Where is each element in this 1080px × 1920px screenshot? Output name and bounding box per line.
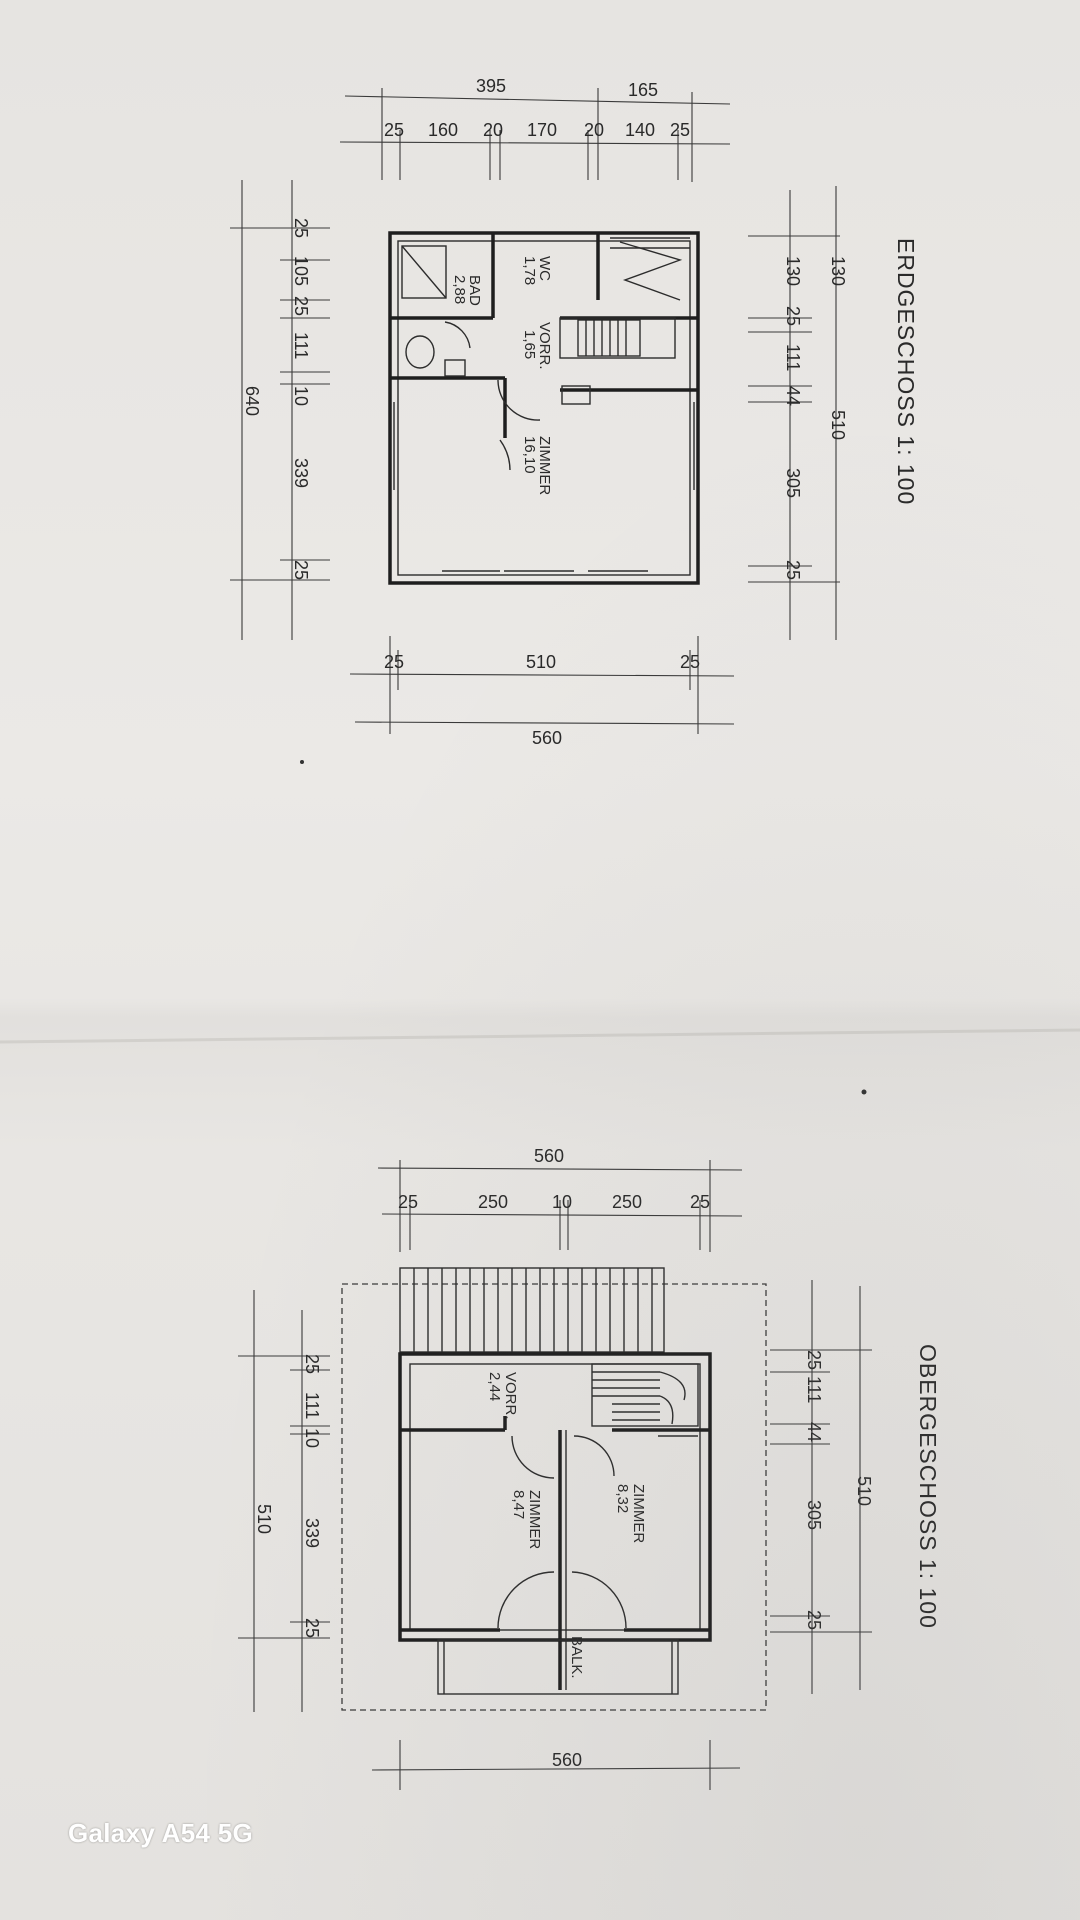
og-dim-left-25a: 25 <box>302 1354 322 1374</box>
eg-dim-bottom-25a: 25 <box>384 652 404 672</box>
camera-watermark: Galaxy A54 5G <box>68 1818 254 1848</box>
eg-dim-top-165: 165 <box>628 80 658 100</box>
eg-walls <box>388 231 700 585</box>
og-dim-top-560: 560 <box>534 1146 564 1166</box>
eg-title: ERDGESCHOSS 1: 100 <box>893 238 919 505</box>
og-dim-top-25a: 25 <box>398 1192 418 1212</box>
og-stairs <box>591 1363 699 1427</box>
eg-dim-right-111: 111 <box>783 344 803 371</box>
erdgeschoss-plan: ERDGESCHOSS 1: 100 <box>230 76 919 748</box>
eg-dim-right-44: 44 <box>783 386 803 406</box>
og-dims-left: 25 111 10 339 25 510 <box>238 1290 330 1712</box>
og-dim-right-25a: 25 <box>804 1350 824 1370</box>
eg-dim-top-395: 395 <box>476 76 506 96</box>
og-door-arc <box>571 1571 627 1629</box>
eg-dim-right-25b: 25 <box>783 560 803 580</box>
og-dim-top-250a: 250 <box>478 1192 508 1212</box>
eg-dim-left-25b: 25 <box>291 296 311 316</box>
og-door-arc <box>511 1435 555 1479</box>
eg-dim-top-170: 170 <box>527 120 557 140</box>
eg-room-wc: WC <box>536 256 553 281</box>
og-balcony-bottom <box>437 1639 679 1695</box>
og-dim-top-25b: 25 <box>690 1192 710 1212</box>
eg-dim-right-130a: 130 <box>783 256 803 286</box>
eg-dim-left-339: 339 <box>291 458 311 488</box>
og-room-zimmer-left-area: 8,47 <box>510 1490 527 1519</box>
og-dim-right-111: 111 <box>804 1376 824 1403</box>
og-dims-bottom: 560 <box>371 1740 741 1790</box>
eg-room-vorr: VORR. <box>536 322 553 370</box>
og-dim-left-510: 510 <box>254 1504 274 1534</box>
og-door-arc <box>497 1571 555 1629</box>
eg-dim-bottom-560: 560 <box>532 728 562 748</box>
og-balcony-top <box>399 1267 665 1353</box>
paper-speck <box>861 1089 867 1095</box>
eg-dim-left-10: 10 <box>291 386 311 406</box>
eg-dims-top: 395 165 25 160 20 170 20 140 25 <box>339 76 731 182</box>
obergeschoss-plan: OBERGESCHOSS 1: 100 <box>238 1146 941 1790</box>
eg-stairs <box>577 237 690 357</box>
og-dim-left-10: 10 <box>302 1428 322 1448</box>
og-dim-right-305: 305 <box>804 1500 824 1530</box>
og-dim-right-44: 44 <box>804 1422 824 1442</box>
eg-dim-right-305: 305 <box>783 468 803 498</box>
eg-dim-left-640: 640 <box>242 386 262 416</box>
og-dim-left-339: 339 <box>302 1518 322 1548</box>
eg-dim-top-160: 160 <box>428 120 458 140</box>
paper-speck <box>300 760 304 764</box>
og-room-zimmer-right-area: 8,32 <box>614 1484 631 1513</box>
eg-room-vorr-area: 1,65 <box>521 330 538 359</box>
eg-room-wc-area: 1,78 <box>521 256 538 285</box>
eg-dim-right-25a: 25 <box>783 306 803 326</box>
eg-door-arc <box>497 379 541 421</box>
eg-dim-top-25b: 25 <box>670 120 690 140</box>
eg-dim-top-20b: 20 <box>584 120 604 140</box>
eg-dims-left: 25 105 25 111 10 339 25 640 <box>230 180 330 640</box>
eg-dim-left-111: 111 <box>291 332 311 359</box>
og-door-arc <box>573 1435 615 1477</box>
og-room-vorr-area: 2,44 <box>486 1372 503 1401</box>
og-title: OBERGESCHOSS 1: 100 <box>915 1344 941 1629</box>
eg-dim-left-25c: 25 <box>291 560 311 580</box>
eg-dim-top-140: 140 <box>625 120 655 140</box>
og-dims-right: 25 111 44 305 25 510 <box>770 1280 874 1694</box>
og-dim-right-510: 510 <box>854 1476 874 1506</box>
og-dim-top-250b: 250 <box>612 1192 642 1212</box>
og-room-vorr: VORR. <box>502 1372 519 1420</box>
eg-dim-right-510: 510 <box>828 410 848 440</box>
eg-dims-right: 130 130 25 111 44 305 25 510 <box>748 186 848 640</box>
og-dim-left-111: 111 <box>302 1392 322 1419</box>
eg-room-zimmer-area: 16,10 <box>521 436 538 474</box>
eg-door-arc <box>499 439 511 471</box>
eg-dims-bottom: 25 510 25 560 <box>349 636 735 748</box>
og-dim-top-10: 10 <box>552 1192 572 1212</box>
og-room-zimmer-left: ZIMMER <box>526 1490 543 1549</box>
og-dim-bottom-560: 560 <box>552 1750 582 1770</box>
eg-dim-right-130b: 130 <box>828 256 848 286</box>
og-dim-left-25b: 25 <box>302 1618 322 1638</box>
eg-dim-top-20a: 20 <box>483 120 503 140</box>
og-walls <box>398 1352 712 1690</box>
eg-door-arc <box>444 321 471 349</box>
eg-room-zimmer: ZIMMER <box>536 436 553 495</box>
og-dim-right-25b: 25 <box>804 1610 824 1630</box>
eg-dim-left-25a: 25 <box>291 218 311 238</box>
og-room-balk: BALK. <box>568 1636 585 1679</box>
og-dims-top: 560 25 250 10 250 25 <box>377 1146 743 1252</box>
paper-fold <box>0 1028 1080 1044</box>
eg-dim-left-105: 105 <box>291 256 311 286</box>
eg-room-bad: BAD <box>466 275 483 306</box>
eg-room-bad-area: 2,88 <box>451 275 468 304</box>
eg-dim-bottom-510: 510 <box>526 652 556 672</box>
eg-dim-bottom-25b: 25 <box>680 652 700 672</box>
eg-dim-top-25a: 25 <box>384 120 404 140</box>
og-room-zimmer-right: ZIMMER <box>630 1484 647 1543</box>
